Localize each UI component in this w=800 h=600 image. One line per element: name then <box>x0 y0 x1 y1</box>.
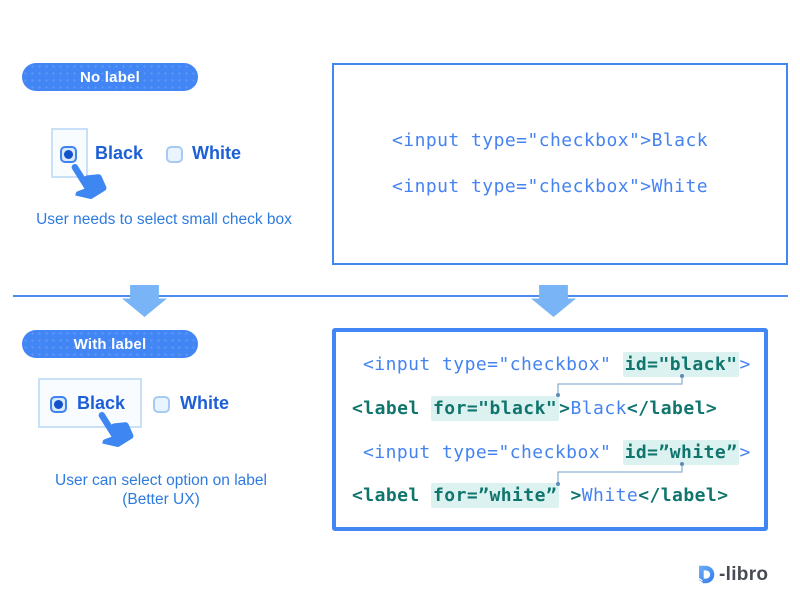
code-line: <input type="checkbox">Black <box>392 130 709 151</box>
code-line: <input type="checkbox">White <box>392 176 709 197</box>
option-label-black-bottom[interactable]: Black <box>77 393 126 413</box>
hand-cursor-icon <box>71 164 107 199</box>
checkbox-dot <box>64 150 73 159</box>
down-arrow-right-icon <box>531 285 576 317</box>
checkbox-dot <box>54 400 63 409</box>
code-line: <label for=”white” >White</label> <box>352 483 729 508</box>
dlibro-logo: -libro <box>694 563 768 586</box>
checkbox-white-bottom[interactable] <box>153 396 170 413</box>
badge-no-label: No label <box>22 63 198 91</box>
click-target-highlight-top <box>51 128 88 178</box>
caption-with-label-line1: User can select option on label <box>55 472 267 489</box>
dlibro-logo-text: -libro <box>719 563 769 585</box>
option-label-white-top: White <box>192 143 241 163</box>
divider-line <box>13 295 788 297</box>
down-arrow-left-icon <box>122 285 167 317</box>
option-label-black-top: Black <box>95 143 144 163</box>
caption-with-label-line2: (Better UX) <box>122 491 200 508</box>
checkbox-black-bottom[interactable] <box>50 396 67 413</box>
checkbox-black-top[interactable] <box>60 146 77 163</box>
code-line: <label for="black">Black</label> <box>352 396 718 421</box>
dlibro-logo-icon <box>695 565 715 585</box>
option-label-white-bottom[interactable]: White <box>180 393 229 413</box>
caption-no-label: User needs to select small check box <box>36 211 292 228</box>
code-line: <input type="checkbox" id="black"> <box>363 352 751 377</box>
code-line: <input type="checkbox" id=”white”> <box>363 440 751 465</box>
click-target-highlight-bottom <box>38 378 142 428</box>
code-block-with-label: <input type="checkbox" id="black"> <labe… <box>332 328 768 531</box>
hand-cursor-icon <box>98 412 134 447</box>
code-block-no-label: <input type="checkbox">Black <input type… <box>332 63 788 265</box>
checkbox-white-top[interactable] <box>166 146 183 163</box>
badge-with-label: With label <box>22 330 198 358</box>
